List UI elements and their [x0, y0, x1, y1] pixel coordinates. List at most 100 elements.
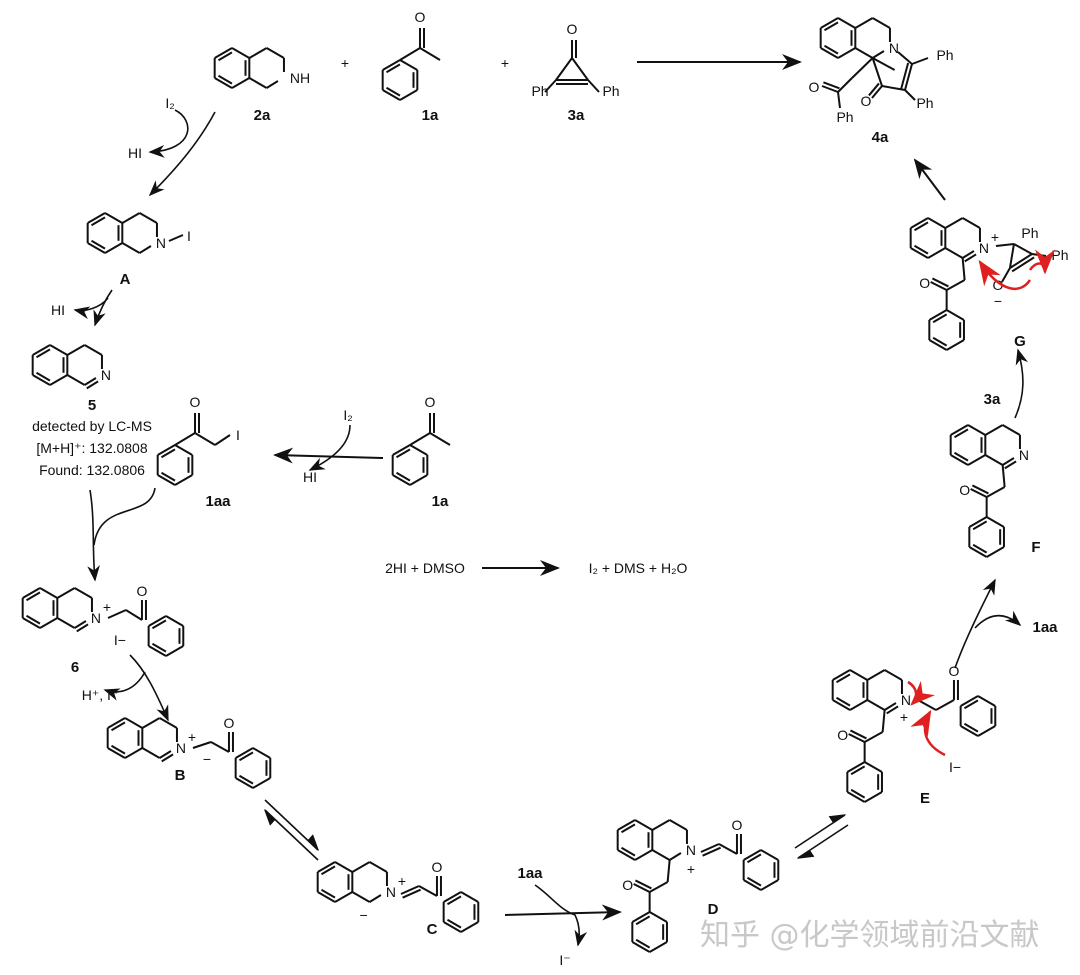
double-bond — [74, 620, 87, 629]
atom-label: N — [901, 692, 911, 708]
double-bond — [868, 82, 880, 97]
ring-bond — [832, 669, 851, 681]
atom-label: I — [236, 427, 240, 443]
charge-plus: + — [991, 229, 999, 245]
aromatic-bond — [746, 853, 762, 864]
ring-bond — [837, 17, 856, 29]
ring-bond — [107, 717, 126, 729]
bond — [904, 89, 916, 101]
bond — [139, 212, 158, 224]
reagent-1aa: 1aa — [1032, 619, 1058, 636]
bond — [851, 57, 874, 79]
charge-plus: + — [188, 729, 196, 745]
ring-bond — [334, 891, 353, 903]
bond — [125, 609, 143, 621]
reagent: 1aa — [517, 865, 543, 882]
atom-label: O — [190, 394, 201, 410]
ring-bond — [460, 921, 479, 933]
bond — [669, 819, 688, 831]
ring-bond — [32, 374, 51, 386]
atom-label: O — [809, 79, 820, 95]
ring-bond — [124, 717, 143, 729]
aromatic-bond — [835, 696, 851, 707]
double-bond — [871, 85, 883, 99]
reagent: HI — [51, 302, 65, 318]
double-bond — [1009, 253, 1033, 269]
atom-label: N — [1019, 447, 1029, 463]
reagent-curve-1aa — [974, 610, 1022, 629]
ring-bond — [950, 424, 969, 436]
electron-push-arrow-E-bond — [907, 680, 935, 706]
atom-label: O — [732, 817, 743, 833]
double-bond — [823, 81, 840, 90]
ring-bond — [946, 339, 965, 351]
ring-bond — [864, 761, 883, 773]
reagent: 1aa — [1032, 619, 1058, 636]
ring-bond — [967, 454, 986, 466]
ring-bond — [39, 587, 58, 599]
double-bond — [970, 488, 988, 498]
reagent: I₂ — [343, 407, 352, 423]
ring-bond — [443, 891, 462, 903]
equation-products: I₂ + DMS + H₂O — [589, 560, 688, 576]
aromatic-bond — [395, 471, 411, 482]
double-bond — [633, 883, 651, 893]
aromatic-bond — [90, 239, 106, 250]
plus-sign: + — [501, 55, 509, 71]
reagent: I₂ — [165, 95, 174, 111]
reagent-i2: I₂ — [343, 407, 352, 423]
intermediate-D: N+OOD — [616, 817, 780, 953]
bond — [651, 819, 671, 831]
bond — [881, 709, 886, 733]
bond — [1008, 243, 1015, 269]
double-bond — [402, 888, 421, 899]
compound-label: 2a — [254, 107, 271, 124]
ring-bond — [960, 725, 979, 737]
double-bond — [700, 843, 720, 853]
arrow-6-to-B — [129, 654, 169, 722]
atom-label: N — [156, 235, 166, 251]
atom-label: N — [686, 842, 696, 858]
ring-bond — [832, 699, 851, 711]
double-bond — [886, 705, 899, 715]
aromatic-bond — [913, 244, 929, 255]
bond — [210, 741, 230, 753]
atom-label: O — [432, 859, 443, 875]
bond — [961, 257, 966, 281]
ring-bond — [157, 444, 176, 456]
aromatic-bond — [110, 721, 126, 732]
aromatic-bond — [635, 915, 651, 926]
bond — [74, 587, 93, 599]
aromatic-bond — [850, 765, 866, 776]
atom-label: O — [567, 21, 578, 37]
atom-label: N — [176, 740, 186, 756]
aromatic-bond — [963, 699, 979, 710]
atom-label: O — [837, 727, 848, 743]
bond — [571, 57, 589, 81]
intermediate-F: NOF — [949, 424, 1041, 558]
ring-bond — [928, 309, 948, 321]
bond — [651, 849, 671, 861]
ring-bond — [986, 546, 1005, 558]
atom-label: O — [137, 583, 148, 599]
lcms-mass-calc: [M+H]⁺: 132.0808 — [36, 440, 148, 456]
ring-bond — [820, 17, 839, 29]
bond — [854, 47, 874, 59]
compound-label: 1a — [432, 493, 449, 510]
bond — [872, 57, 896, 71]
bond — [866, 699, 886, 711]
double-bond — [971, 484, 989, 495]
ring-bond — [32, 344, 51, 356]
charge-plus: + — [900, 709, 908, 725]
ring-bond — [317, 891, 336, 903]
bond — [214, 434, 231, 446]
plus-sign: + — [501, 55, 509, 71]
arrow-1a-to-1aa — [273, 447, 384, 464]
bond — [911, 57, 929, 65]
compound-label: D — [708, 901, 719, 918]
double-bond — [821, 85, 839, 93]
compound-label: 3a — [568, 107, 585, 124]
